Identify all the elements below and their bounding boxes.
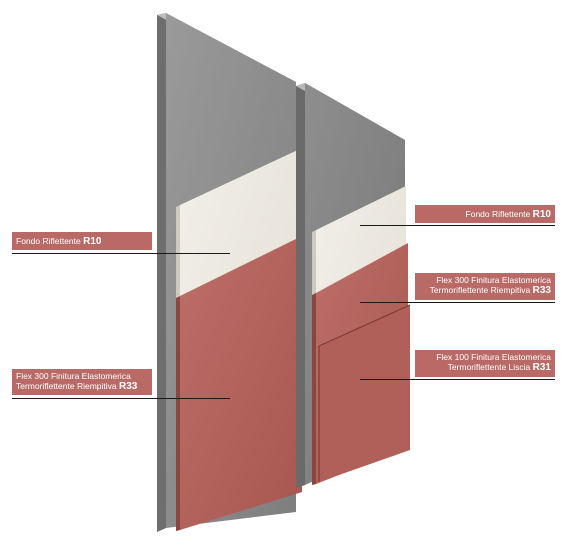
label-left-primer-code: R10	[83, 236, 102, 247]
left-wall-side	[157, 13, 166, 532]
label-left-primer: Fondo Riflettente R10	[12, 232, 152, 250]
right-wall	[296, 83, 411, 488]
label-right-finish-smooth-line2: Termoriflettente Liscia	[447, 362, 531, 372]
label-right-primer: Fondo Riflettente R10	[415, 205, 555, 223]
label-right-primer-code: R10	[532, 209, 551, 220]
right-finish-smooth-layer	[319, 305, 410, 482]
leader-right-primer	[360, 225, 555, 226]
left-finish-layer	[180, 236, 302, 530]
label-left-finish-line1: Flex 300 Finitura Elastomerica	[16, 371, 131, 381]
label-right-finish-fill-code: R33	[532, 285, 551, 296]
right-wall-side	[296, 83, 305, 488]
leader-right-finish-smooth	[360, 379, 555, 380]
label-left-finish: Flex 300 Finitura Elastomerica Termorifl…	[12, 369, 152, 395]
label-right-primer-text: Fondo Riflettente	[465, 209, 531, 219]
left-finish-edge	[176, 296, 180, 531]
leader-left-finish	[12, 398, 230, 399]
label-right-finish-fill-line1: Flex 300 Finitura Elastomerica	[436, 275, 551, 285]
right-finish-fill-edge	[312, 293, 316, 485]
right-finish-smooth-border	[318, 304, 411, 482]
leader-right-finish-fill	[360, 302, 555, 303]
label-left-finish-line2: Termoriflettente Riempitiva	[16, 381, 117, 391]
leader-left-primer	[12, 253, 230, 254]
label-right-finish-smooth: Flex 100 Finitura Elastomerica Termorifl…	[415, 350, 555, 377]
label-right-finish-smooth-line1: Flex 100 Finitura Elastomerica	[436, 352, 551, 362]
label-left-primer-text: Fondo Riflettente	[16, 236, 81, 246]
label-right-finish-fill: Flex 300 Finitura Elastomerica Termorifl…	[415, 273, 555, 300]
left-wall	[157, 13, 302, 532]
label-right-finish-fill-line2: Termoriflettente Riempitiva	[429, 285, 531, 295]
label-left-finish-code: R33	[119, 381, 138, 392]
label-right-finish-smooth-code: R31	[532, 362, 551, 373]
